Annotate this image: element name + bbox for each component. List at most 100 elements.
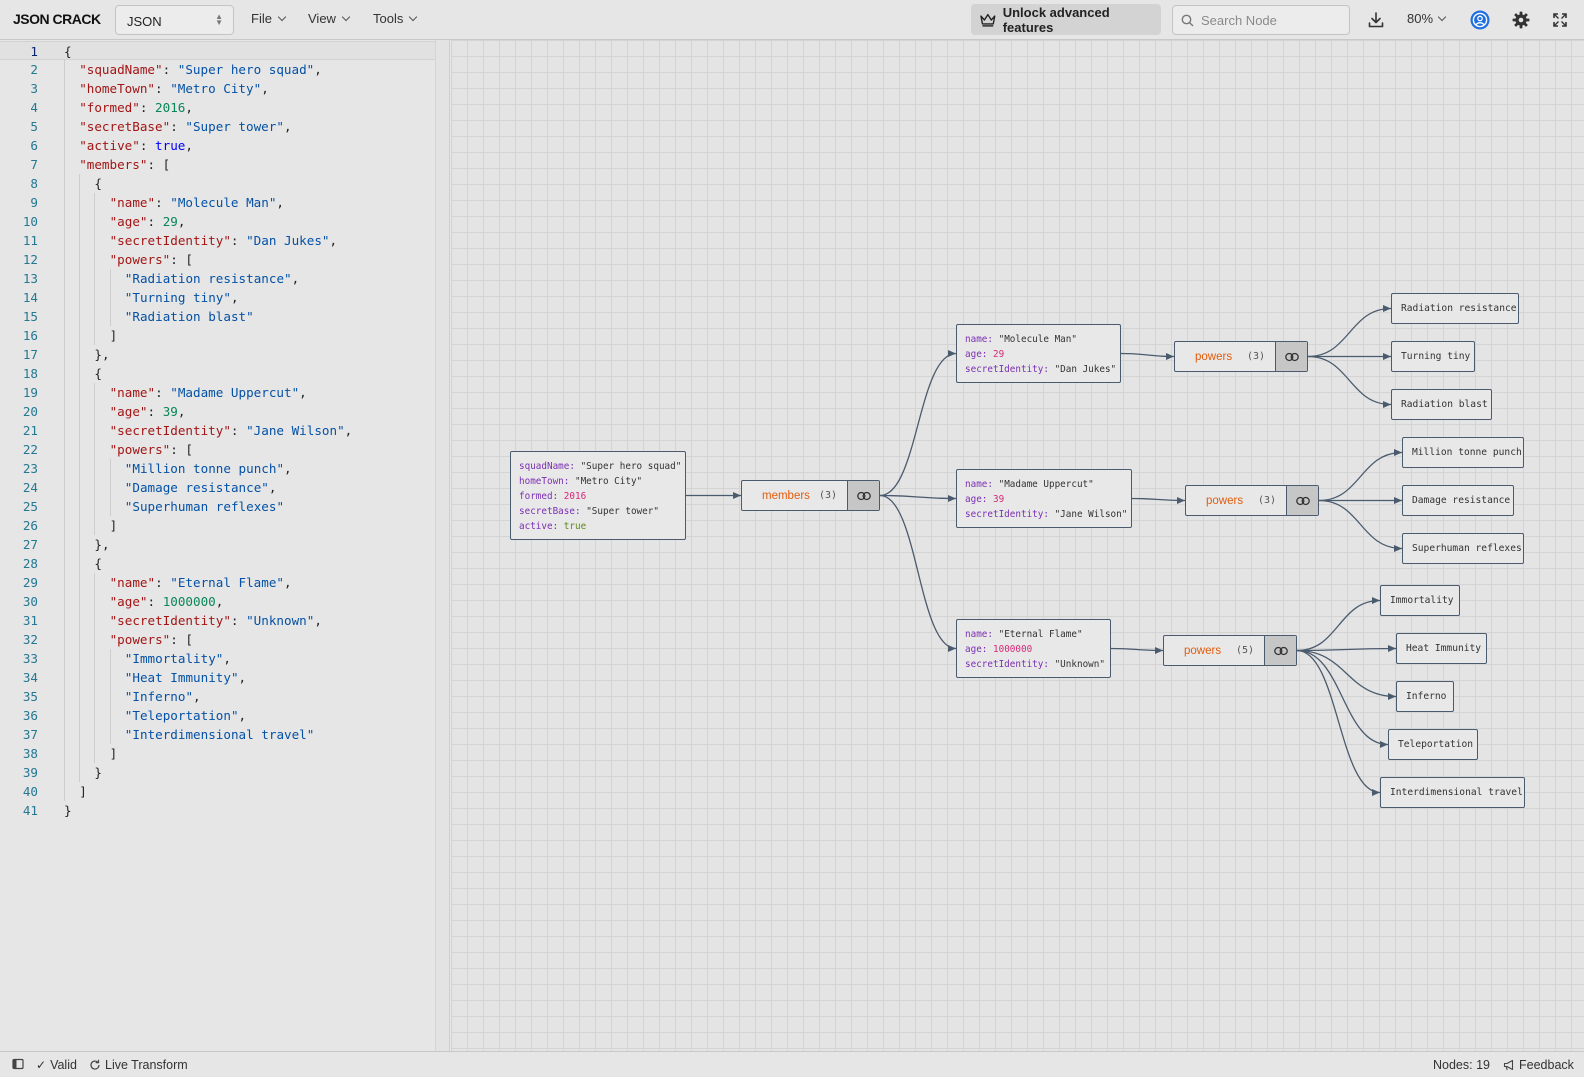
code-line[interactable]: 3"homeTown": "Metro City", [0, 79, 436, 98]
code-line[interactable]: 1{ [0, 41, 436, 60]
code-line[interactable]: 27}, [0, 535, 436, 554]
tools-menu[interactable]: Tools [373, 11, 418, 26]
link-icon [856, 491, 871, 500]
code-line[interactable]: 4"formed": 2016, [0, 98, 436, 117]
chevron-down-icon [277, 12, 287, 22]
settings-button[interactable] [1511, 10, 1531, 30]
download-button[interactable] [1366, 10, 1386, 30]
code-line[interactable]: 30"age": 1000000, [0, 592, 436, 611]
array-item-node[interactable]: Immortality [1380, 585, 1460, 616]
code-line[interactable]: 31"secretIdentity": "Unknown", [0, 611, 436, 630]
code-line[interactable]: 38] [0, 744, 436, 763]
live-transform-toggle[interactable]: Live Transform [89, 1058, 188, 1072]
code-line[interactable]: 35"Inferno", [0, 687, 436, 706]
editor-scrollbar[interactable] [435, 40, 449, 1051]
code-line[interactable]: 21"secretIdentity": "Jane Wilson", [0, 421, 436, 440]
array-item-node[interactable]: Heat Immunity [1396, 633, 1487, 664]
unlock-features-button[interactable]: Unlock advanced features [971, 4, 1161, 35]
graph-edge [1296, 649, 1397, 701]
powers-array-node[interactable]: powers(5) [1163, 635, 1297, 666]
array-item-node[interactable]: Superhuman reflexes [1402, 533, 1524, 564]
collapse-link-button[interactable] [1275, 342, 1307, 371]
line-number: 24 [22, 480, 38, 495]
json-code-editor[interactable]: 1{2"squadName": "Super hero squad",3"hom… [0, 40, 450, 1051]
code-line[interactable]: 22"powers": [ [0, 440, 436, 459]
app-logo[interactable]: JSON CRACK [13, 11, 101, 27]
code-line[interactable]: 24"Damage resistance", [0, 478, 436, 497]
code-line[interactable]: 33"Immortality", [0, 649, 436, 668]
code-line[interactable]: 26] [0, 516, 436, 535]
search-icon [1181, 14, 1194, 26]
code-line[interactable]: 16] [0, 326, 436, 345]
toggle-editor-button[interactable] [12, 1058, 24, 1070]
indent-guide [79, 763, 81, 782]
array-item-node[interactable]: Inferno [1396, 681, 1454, 712]
account-button[interactable] [1470, 10, 1490, 30]
code-line[interactable]: 29"name": "Eternal Flame", [0, 573, 436, 592]
array-item-node[interactable]: Teleportation [1388, 729, 1478, 760]
code-token: "Teleportation" [124, 708, 239, 723]
graph-canvas[interactable]: squadName: "Super hero squad"homeTown: "… [451, 40, 1584, 1051]
code-line[interactable]: 23"Million tonne punch", [0, 459, 436, 478]
code-line[interactable]: 36"Teleportation", [0, 706, 436, 725]
indent-guide [94, 592, 96, 611]
user-circle-icon [1470, 10, 1490, 30]
graph-edge [1110, 646, 1164, 655]
code-line[interactable]: 41} [0, 801, 436, 820]
code-line[interactable]: 14"Turning tiny", [0, 288, 436, 307]
search-node-input[interactable] [1201, 12, 1341, 28]
array-item-node[interactable]: Radiation blast [1391, 389, 1492, 420]
code-line[interactable]: 28{ [0, 554, 436, 573]
file-menu[interactable]: File [251, 11, 287, 26]
code-line[interactable]: 40] [0, 782, 436, 801]
node-field-key: secretIdentity [965, 659, 1044, 670]
view-menu[interactable]: View [308, 11, 351, 26]
code-line[interactable]: 32"powers": [ [0, 630, 436, 649]
collapse-link-button[interactable] [847, 481, 879, 510]
code-line[interactable]: 6"active": true, [0, 136, 436, 155]
code-line[interactable]: 5"secretBase": "Super tower", [0, 117, 436, 136]
indent-guide [64, 269, 65, 288]
code-line[interactable]: 19"name": "Madame Uppercut", [0, 383, 436, 402]
collapse-link-button[interactable] [1264, 636, 1296, 665]
fullscreen-button[interactable] [1550, 10, 1570, 30]
code-token: : [ [170, 632, 194, 647]
code-line[interactable]: 12"powers": [ [0, 250, 436, 269]
code-line[interactable]: 20"age": 39, [0, 402, 436, 421]
code-line[interactable]: 10"age": 29, [0, 212, 436, 231]
feedback-button[interactable]: Feedback [1503, 1058, 1574, 1072]
array-item-node[interactable]: Interdimensional travel [1380, 777, 1525, 808]
array-item-node[interactable]: Damage resistance [1402, 485, 1514, 516]
members-array-node[interactable]: members(3) [741, 480, 880, 511]
format-select[interactable]: JSON ▲▼ [115, 5, 234, 35]
indent-guide [64, 497, 65, 516]
array-item-node[interactable]: Radiation resistance [1391, 293, 1519, 324]
powers-array-node[interactable]: powers(3) [1174, 341, 1308, 372]
array-item-node[interactable]: Million tonne punch [1402, 437, 1524, 468]
code-line[interactable]: 18{ [0, 364, 436, 383]
code-line[interactable]: 37"Interdimensional travel" [0, 725, 436, 744]
code-line[interactable]: 17}, [0, 345, 436, 364]
code-line[interactable]: 15"Radiation blast" [0, 307, 436, 326]
code-token: , [283, 119, 292, 134]
code-token: : [230, 613, 247, 628]
code-line[interactable]: 8{ [0, 174, 436, 193]
collapse-link-button[interactable] [1286, 486, 1318, 515]
code-line[interactable]: 11"secretIdentity": "Dan Jukes", [0, 231, 436, 250]
zoom-menu[interactable]: 80% [1407, 11, 1447, 26]
code-line[interactable]: 13"Radiation resistance", [0, 269, 436, 288]
root-object-node[interactable]: squadName: "Super hero squad"homeTown: "… [510, 451, 686, 540]
array-item-node[interactable]: Turning tiny [1391, 341, 1475, 372]
code-line[interactable]: 2"squadName": "Super hero squad", [0, 60, 436, 79]
code-line[interactable]: 9"name": "Molecule Man", [0, 193, 436, 212]
graph-edge [1296, 649, 1389, 749]
code-line[interactable]: 34"Heat Immunity", [0, 668, 436, 687]
search-box[interactable] [1172, 5, 1350, 35]
code-line[interactable]: 39} [0, 763, 436, 782]
code-line[interactable]: 7"members": [ [0, 155, 436, 174]
powers-array-node[interactable]: powers(3) [1185, 485, 1319, 516]
code-line[interactable]: 25"Superhuman reflexes" [0, 497, 436, 516]
